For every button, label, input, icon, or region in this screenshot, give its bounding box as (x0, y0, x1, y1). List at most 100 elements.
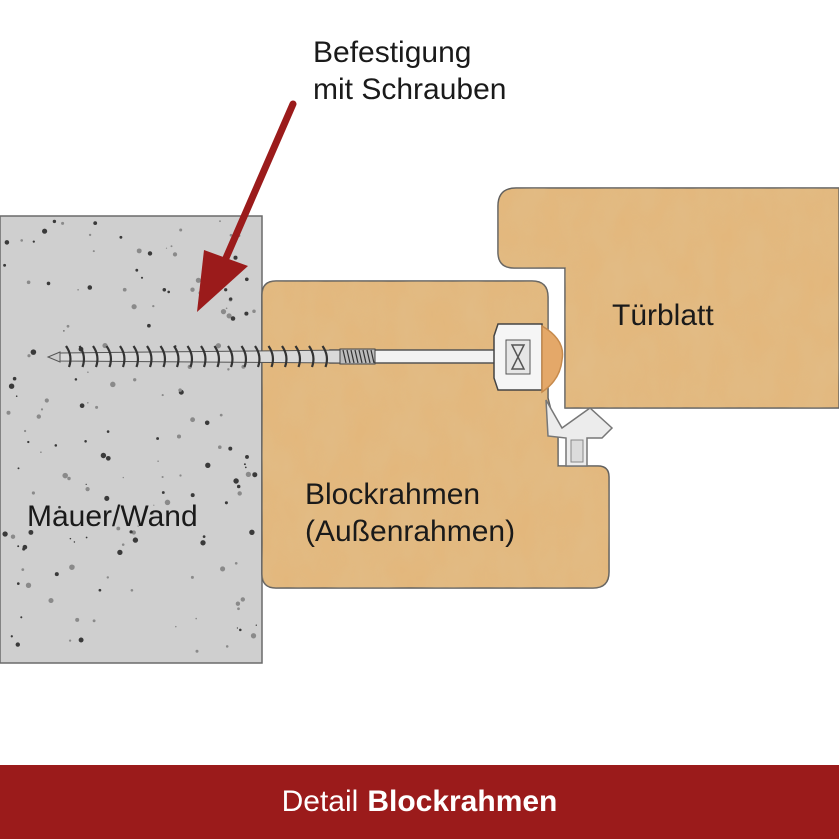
wall-speck (230, 316, 236, 321)
wall-speck (239, 628, 242, 632)
wall-speck (85, 483, 87, 486)
wall-speck (52, 219, 57, 224)
wall-speck (68, 639, 72, 642)
wall-speck (87, 371, 89, 373)
wall-speck (27, 354, 31, 358)
thread-ridge (105, 345, 113, 368)
thread-ridge (92, 345, 99, 368)
wall-speck (48, 597, 54, 604)
footer-banner: Detail Blockrahmen (0, 765, 839, 839)
wall-speck (220, 308, 227, 315)
wall-speck (245, 471, 252, 478)
wall-speck (100, 452, 107, 459)
wall-speck (250, 633, 257, 639)
wall-speck (156, 437, 160, 440)
wall-speck (225, 307, 228, 310)
wall-speck (157, 460, 159, 462)
wall-speck (234, 561, 238, 565)
thread-ridge (281, 345, 288, 368)
wall-speck (67, 476, 71, 481)
knurl-line (366, 349, 371, 364)
wall-speck (40, 408, 44, 411)
seal-foot (570, 439, 584, 463)
label-block-frame-line2: (Außenrahmen) (305, 515, 516, 548)
wall-speck (86, 401, 89, 404)
arrow-shaft (222, 100, 297, 262)
wall-speck (131, 304, 137, 310)
wall-speck (85, 536, 88, 539)
wall-speck (190, 493, 195, 498)
wall-speck (244, 277, 249, 282)
wall-speck (74, 378, 78, 381)
wall-speck (54, 444, 58, 447)
wall-speck (190, 417, 196, 423)
door-leaf (497, 187, 839, 409)
wall-speck (110, 381, 116, 388)
thread-ridge (65, 345, 72, 368)
wall-speck (164, 499, 171, 506)
wall-speck (252, 472, 258, 478)
wall-speck (226, 313, 232, 319)
wall-speck (25, 582, 32, 588)
arrow-head (197, 250, 248, 312)
wall-speck (244, 311, 249, 316)
screw-icon (46, 323, 564, 394)
wall-speck (31, 491, 35, 495)
thread-ridge (78, 345, 86, 368)
door-seal (545, 399, 614, 467)
knurl-line (350, 349, 355, 364)
wall-speck (40, 451, 42, 454)
wall-speck (170, 245, 173, 248)
wall-speck (106, 576, 109, 579)
wall-speck (15, 395, 18, 398)
wall-speck (167, 290, 171, 294)
wall-speck (17, 467, 20, 470)
wall-speck (121, 543, 125, 546)
knurl-line (342, 349, 347, 364)
wall-speck (233, 255, 238, 260)
wall-speck (106, 430, 110, 433)
wall-speck (175, 625, 177, 628)
wall-speck (92, 619, 96, 623)
wall-speck (16, 582, 20, 585)
wall-speck (255, 624, 257, 626)
thread-ridge (146, 345, 153, 368)
wall-speck (73, 541, 76, 543)
wall-speck (119, 235, 123, 239)
wall-speck (132, 537, 139, 543)
wall-speck (178, 388, 182, 392)
wall-speck (66, 324, 70, 328)
label-fixing-line1: Befestigung (313, 36, 472, 69)
wall-speck (224, 501, 228, 505)
wall-speck (152, 304, 155, 308)
wall-speck (77, 288, 79, 291)
wall-speck (205, 462, 211, 468)
knurl-line (354, 349, 359, 364)
wall-speck (195, 277, 202, 283)
wall-speck (162, 288, 167, 292)
label-fixing: Befestigung mit Schrauben (313, 34, 506, 108)
wall-speck (30, 349, 37, 355)
wall-speck (10, 635, 13, 638)
wall-speck (237, 607, 240, 611)
wall-speck (220, 566, 226, 572)
wall-speck (229, 297, 233, 301)
wall-speck (245, 454, 249, 459)
wall-speck (190, 575, 194, 579)
thread-ridge (254, 345, 261, 368)
thread-ridge (186, 345, 194, 368)
label-door-leaf: Türblatt (612, 299, 714, 332)
screw-tip (46, 351, 61, 363)
thread-ridge (267, 345, 275, 368)
wall-speck (17, 545, 20, 548)
wall-speck (54, 572, 59, 577)
wall-speck (153, 504, 155, 506)
thread-ridge (119, 345, 126, 368)
wall-speck (69, 564, 75, 570)
wall-speck (85, 486, 90, 492)
arrow-icon (197, 100, 297, 312)
knurl-line (358, 349, 363, 364)
wall-speck (152, 512, 155, 515)
thread-ridge (321, 345, 329, 368)
